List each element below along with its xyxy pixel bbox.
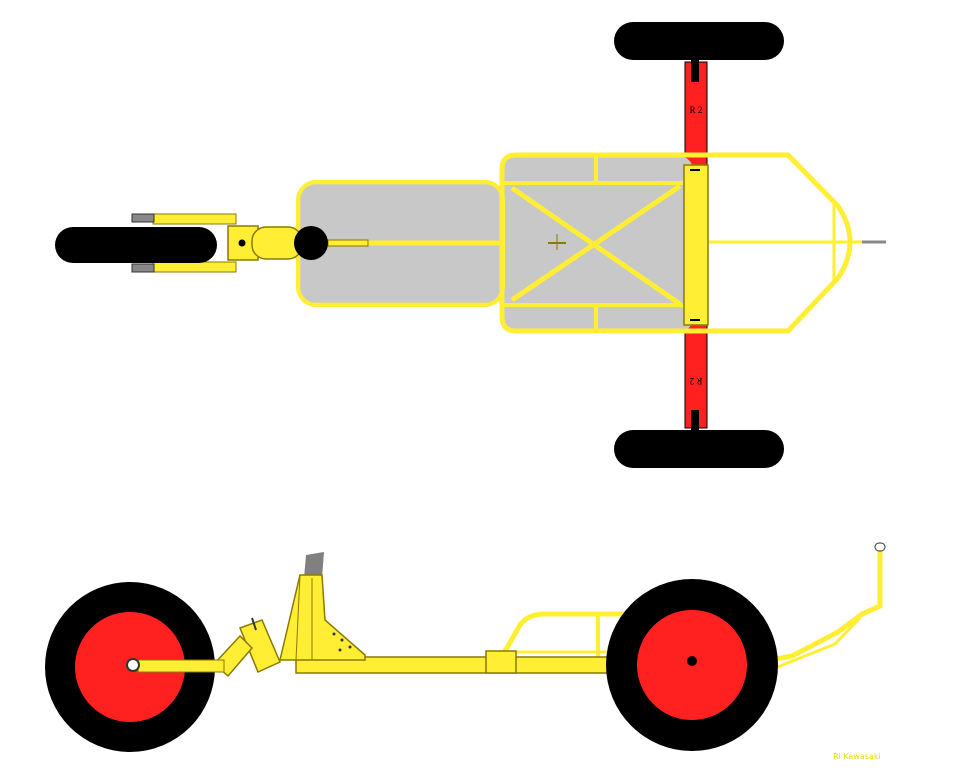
steering-pin [251,617,257,631]
front-tire [55,227,217,263]
gusset-hole-2 [340,638,344,642]
lower-tail-rail [774,616,862,670]
rear-tire-bottom [614,430,784,468]
tail-post-cap [874,542,886,552]
x-brace-b [510,183,682,303]
gusset-hole-3 [348,645,352,649]
main-chassis-rail-step [485,650,517,674]
rear-wheel-hub [687,656,697,666]
top-view: R 2 R 2 [55,22,886,468]
front-axle-stub-bottom [131,263,155,273]
front-fork-arm-bottom [152,261,237,273]
steering-column-black [294,226,328,260]
rear-frame-loop [497,611,640,662]
rear-frame-outline [499,152,853,334]
steering-block [239,619,281,674]
front-wheel-hub [126,658,140,672]
axle-hub-bottom [691,410,699,434]
gusset-hole-1 [332,632,336,636]
front-fork-arm-top [152,213,237,225]
axle-label-bottom: R 2 [690,376,703,386]
gusset-hole-4 [338,648,342,652]
seat-gusset [279,574,366,661]
side-view [45,542,886,752]
seat-post [304,552,324,578]
axle-label-top: R 2 [690,105,703,115]
rear-frame-tail [769,548,883,663]
author-credit: Ri Kawasaki [833,752,881,761]
front-axle-stub-top [131,213,155,223]
rear-tire-top [614,22,784,60]
seat-upright-1 [295,574,301,661]
axle-hub-top [691,58,699,82]
steering-pivot [238,239,246,247]
front-swing-arm [137,659,225,673]
axle-bracket [683,164,709,326]
